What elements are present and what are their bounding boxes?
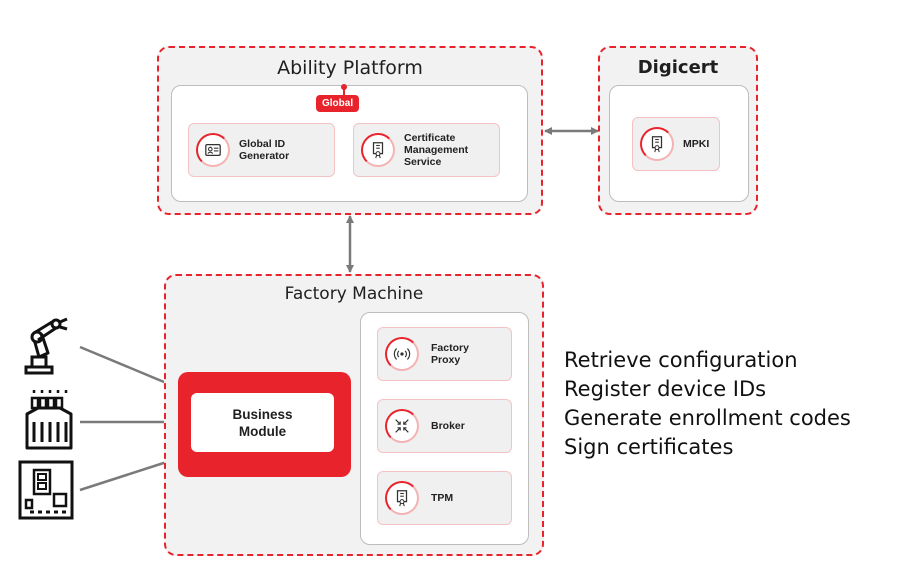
function-list: Retrieve configuration Register device I… xyxy=(564,346,851,462)
factory-proxy-card[interactable]: Factory Proxy xyxy=(377,327,512,381)
function-item: Sign certificates xyxy=(564,435,734,459)
arrows-inward-icon xyxy=(385,409,419,443)
global-badge: Global xyxy=(316,95,360,112)
digicert-zone: Digicert MPKI xyxy=(598,46,758,215)
global-badge-connector xyxy=(341,84,347,90)
broker-card[interactable]: Broker xyxy=(377,399,512,453)
business-module[interactable]: Business Module xyxy=(178,372,351,477)
certificate-management-label: Certificate Management Service xyxy=(404,132,469,168)
function-item: Retrieve configuration xyxy=(564,348,798,372)
device-arrow-robot xyxy=(79,345,177,389)
certificate-icon xyxy=(640,127,674,161)
mpki-label: MPKI xyxy=(683,138,710,150)
business-module-inner: Business Module xyxy=(191,393,334,452)
function-item: Generate enrollment codes xyxy=(564,406,851,430)
tpm-label: TPM xyxy=(431,492,454,504)
tpm-card[interactable]: TPM xyxy=(377,471,512,525)
robot-arm-icon xyxy=(24,317,68,375)
digicert-title: Digicert xyxy=(637,57,719,78)
certificate-management-card[interactable]: Certificate Management Service xyxy=(353,123,500,177)
global-id-generator-label: Global ID Generator xyxy=(239,138,290,162)
factory-proxy-label: Factory Proxy xyxy=(431,342,469,366)
global-badge-stem xyxy=(343,88,345,96)
factory-icon xyxy=(25,390,73,450)
certificate-icon xyxy=(361,133,395,167)
broker-label: Broker xyxy=(431,420,465,432)
mpki-card[interactable]: MPKI xyxy=(632,117,720,171)
factory-machine-zone: Factory Machine Business Module Factory … xyxy=(164,274,544,556)
id-card-icon xyxy=(196,133,230,167)
device-arrow-board xyxy=(79,457,177,492)
certificate-icon xyxy=(385,481,419,515)
business-module-label: Business Module xyxy=(232,406,293,439)
control-board-icon xyxy=(18,460,74,520)
ability-platform-panel: Global Global ID Generator Certificate M… xyxy=(171,84,528,202)
global-id-generator-card[interactable]: Global ID Generator xyxy=(188,123,335,177)
factory-machine-title: Factory Machine xyxy=(284,284,424,304)
factory-services-panel: Factory Proxy Broker TPM xyxy=(360,312,529,545)
function-item: Register device IDs xyxy=(564,377,767,401)
digicert-panel: MPKI xyxy=(609,85,749,202)
ability-platform-title: Ability Platform xyxy=(277,57,423,79)
ability-platform-zone: Ability Platform Global Global ID Genera… xyxy=(157,46,543,215)
signal-icon xyxy=(385,337,419,371)
